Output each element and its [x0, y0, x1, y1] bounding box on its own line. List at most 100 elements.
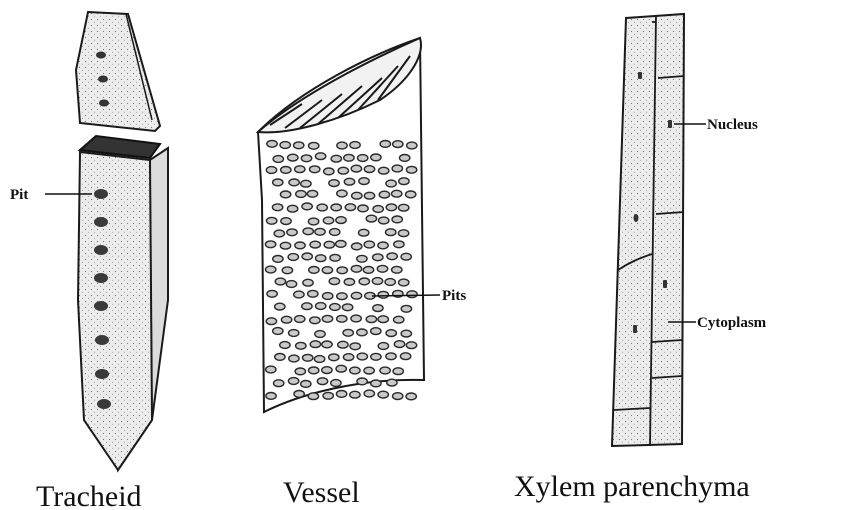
- vessel-pit: [337, 267, 347, 274]
- vessel-pit: [266, 318, 276, 325]
- vessel-pit: [371, 353, 381, 360]
- vessel-pit: [280, 242, 290, 249]
- vessel-pit: [309, 142, 319, 149]
- vessel-pit: [317, 378, 327, 385]
- vessel-pit: [345, 204, 355, 211]
- vessel-pit: [373, 305, 383, 312]
- vessel-pit: [301, 180, 311, 187]
- vessel-pit: [273, 156, 283, 163]
- vessel-pit: [322, 341, 332, 348]
- tracheid-tip: [76, 12, 160, 131]
- parenchyma-caption: Xylem parenchyma: [514, 470, 750, 503]
- vessel-pit: [398, 230, 408, 237]
- vessel-pit: [352, 243, 362, 250]
- tracheid-body: [78, 136, 168, 470]
- vessel-pit: [286, 281, 296, 288]
- vessel-pit: [371, 380, 381, 387]
- vessel-pit: [406, 342, 416, 349]
- vessel-pit: [266, 167, 276, 174]
- vessel-pit: [267, 140, 277, 147]
- vessel-pit: [400, 155, 410, 162]
- vessel-pit: [336, 365, 346, 372]
- vessel-pit: [386, 353, 396, 360]
- vessel-pit: [324, 241, 334, 248]
- vessel-pit: [358, 205, 368, 212]
- vessel-pit: [364, 192, 374, 199]
- vessel-pit: [359, 278, 369, 285]
- vessel-pit: [296, 342, 306, 349]
- vessel-caption: Vessel: [283, 476, 360, 509]
- pits-label: Pits: [442, 288, 466, 304]
- vessel-pit: [330, 304, 340, 311]
- vessel-pit: [315, 331, 325, 338]
- vessel-pit: [366, 316, 376, 323]
- vessel-pit: [330, 229, 340, 236]
- vessel-pit: [310, 241, 320, 248]
- nucleus-dot: [668, 120, 672, 128]
- vessel-pit: [289, 355, 299, 362]
- vessel-pit: [267, 217, 277, 224]
- vessel-pit: [281, 218, 291, 225]
- vessel-pit: [350, 367, 360, 374]
- vessel-pit: [406, 191, 416, 198]
- vessel-pit: [351, 265, 361, 272]
- vessel-pit: [280, 191, 290, 198]
- vessel-pit: [366, 215, 376, 222]
- vessel-pit: [309, 367, 319, 374]
- parenchyma-cells: [612, 14, 684, 446]
- vessel-pit: [386, 204, 396, 211]
- vessel-pit: [273, 256, 283, 263]
- vessel-pit: [324, 168, 334, 175]
- vessel-pit: [379, 167, 389, 174]
- vessel-pit: [331, 380, 341, 387]
- vessel-pit: [302, 303, 312, 310]
- vessel-pit: [282, 267, 292, 274]
- vessel-pit: [351, 315, 361, 322]
- vessel-pit: [372, 278, 382, 285]
- parenchyma-figure: Nucleus Cytoplasm Xylem parenchyma: [514, 14, 767, 503]
- vessel-pit: [359, 229, 369, 236]
- vessel-pit: [373, 254, 383, 261]
- vessel-pit: [316, 255, 326, 262]
- vessel-pit: [303, 279, 313, 286]
- vessel-pit: [364, 390, 374, 397]
- vessel-pit: [393, 141, 403, 148]
- vessel-pit: [392, 165, 402, 172]
- vessel-pit: [394, 341, 404, 348]
- vessel-pit: [331, 155, 341, 162]
- vessel-pit: [394, 241, 404, 248]
- vessel-pit: [301, 381, 311, 388]
- vessel-pit: [302, 253, 312, 260]
- vessel-pit: [401, 253, 411, 260]
- nucleus-label: Nucleus: [707, 117, 758, 133]
- vessel-pit: [322, 267, 332, 274]
- vessel-pit: [378, 291, 388, 298]
- vessel-pit: [322, 315, 332, 322]
- vessel-pit: [266, 393, 276, 400]
- vessel-pit: [295, 368, 305, 375]
- vessel-pit: [266, 266, 276, 273]
- vessel-pit: [380, 367, 390, 374]
- vessel-pit: [295, 166, 305, 173]
- vessel-pit: [273, 328, 283, 335]
- vessel-pit: [352, 192, 362, 199]
- vessel-pit: [307, 190, 317, 197]
- vessel-pit: [399, 178, 409, 185]
- vessel-pit: [357, 353, 367, 360]
- vessel-pit: [357, 378, 367, 385]
- vessel-pit: [316, 303, 326, 310]
- vessel-figure: Pits Vessel: [258, 38, 466, 509]
- vessel-pit: [296, 191, 306, 198]
- vessel-pit: [314, 356, 324, 363]
- vessel-pit: [308, 218, 318, 225]
- vessel-pit: [351, 292, 361, 299]
- vessel-pit: [385, 279, 395, 286]
- vessel-pit: [281, 167, 291, 174]
- vessel-pit: [294, 291, 304, 298]
- vessel-pit: [406, 393, 416, 400]
- vessel-pit: [350, 343, 360, 350]
- pit-label: Pit: [10, 187, 28, 203]
- vessel-pit: [275, 303, 285, 310]
- vessel-pit: [387, 253, 397, 260]
- vessel-pit: [359, 178, 369, 185]
